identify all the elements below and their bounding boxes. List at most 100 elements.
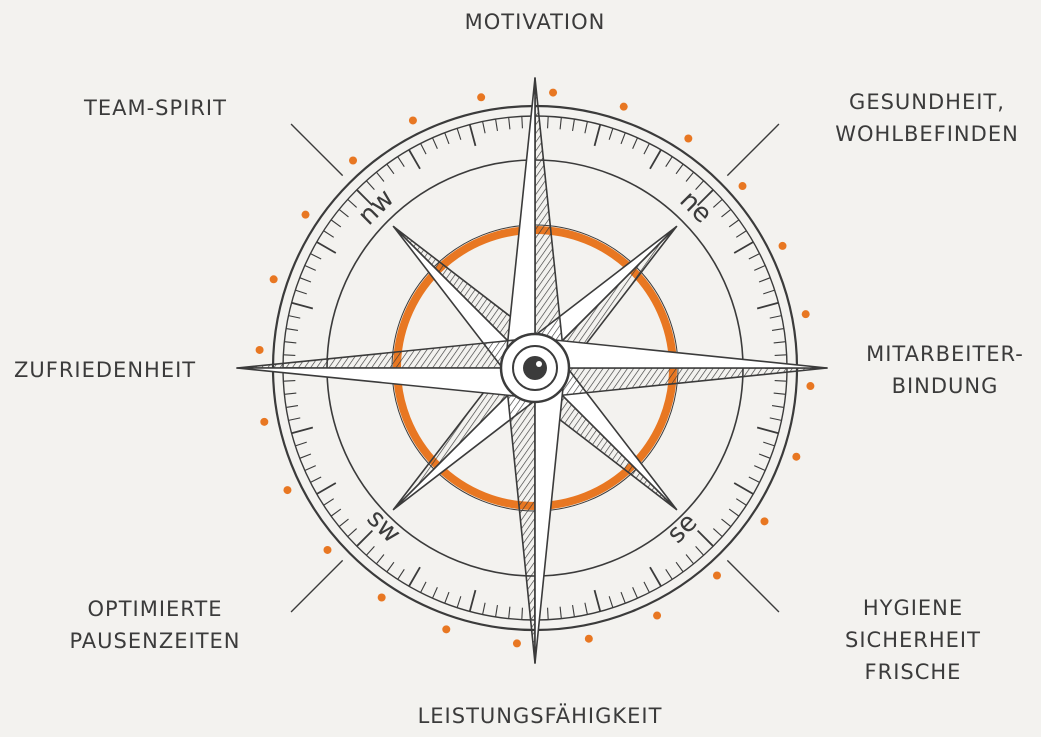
label-mitarbeiterbindung: MITARBEITER- BINDUNG	[850, 338, 1040, 402]
tick-mark	[729, 509, 739, 516]
tick-mark	[759, 454, 770, 458]
orange-dot	[442, 625, 450, 633]
tick-mark	[496, 605, 498, 617]
compass-mark-nw: nw	[352, 183, 400, 231]
orange-dot	[477, 93, 485, 101]
tick-mark	[284, 342, 296, 343]
tick-mark	[774, 393, 786, 394]
tick-mark	[736, 231, 746, 238]
tick-mark	[666, 569, 673, 579]
tick-mark	[398, 569, 405, 579]
tick-mark	[774, 342, 786, 343]
point-w-light	[237, 368, 535, 398]
tick-mark	[509, 117, 510, 129]
tick-mark	[457, 596, 461, 607]
tick-mark	[470, 125, 476, 146]
tick-mark	[445, 133, 449, 144]
point-e-shaded	[535, 368, 827, 398]
tick-mark	[595, 590, 601, 611]
tick-mark	[366, 546, 374, 555]
tick-mark	[573, 605, 575, 617]
orange-dot	[260, 418, 268, 426]
tick-mark	[398, 157, 405, 167]
label-pausenzeiten: OPTIMIERTE PAUSENZEITEN	[50, 593, 260, 657]
tick-mark	[292, 303, 313, 309]
tick-mark	[445, 592, 449, 603]
tick-mark	[286, 329, 298, 331]
tick-mark	[376, 172, 384, 181]
tick-mark	[676, 562, 683, 572]
tick-mark	[433, 587, 438, 598]
tick-mark	[633, 138, 638, 149]
tick-mark	[772, 406, 784, 408]
pointer-ne	[727, 124, 779, 176]
orange-dot	[792, 453, 800, 461]
pointer-nw	[291, 124, 343, 176]
orange-dot	[513, 639, 521, 647]
label-motivation: MOTIVATION	[420, 6, 650, 38]
tick-mark	[409, 150, 420, 169]
tick-mark	[284, 393, 296, 394]
label-zufriedenheit: ZUFRIEDENHEIT	[14, 354, 234, 386]
tick-mark	[763, 290, 774, 294]
tick-mark	[548, 116, 549, 128]
tick-mark	[310, 254, 321, 259]
tick-mark	[409, 567, 420, 586]
pointer-se	[727, 560, 779, 612]
orange-dot	[549, 89, 557, 97]
point-e-light	[535, 338, 827, 368]
tick-mark	[483, 603, 485, 615]
pointer-sw	[291, 560, 343, 612]
tick-mark	[433, 138, 438, 149]
tick-mark	[676, 164, 683, 174]
orange-dot	[378, 593, 386, 601]
tick-mark	[621, 592, 625, 603]
tick-mark	[573, 119, 575, 131]
compass-mark-se: se	[661, 507, 703, 549]
tick-mark	[317, 242, 336, 253]
tick-mark	[644, 143, 649, 154]
tick-mark	[686, 555, 694, 564]
tick-mark	[775, 355, 787, 356]
tick-mark	[757, 428, 778, 434]
tick-mark	[736, 499, 746, 506]
tick-mark	[339, 519, 348, 527]
tick-mark	[376, 555, 384, 564]
tick-mark	[289, 418, 301, 420]
tick-mark	[621, 133, 625, 144]
tick-mark	[387, 562, 394, 572]
tick-mark	[305, 466, 316, 471]
tick-mark	[348, 529, 357, 537]
orange-dot	[760, 517, 768, 525]
label-leistungsfaehigkeit: LEISTUNGSFÄHIGKEIT	[390, 700, 690, 732]
tick-mark	[650, 150, 661, 169]
tick-mark	[770, 316, 782, 318]
orange-dot	[713, 572, 721, 580]
tick-mark	[295, 442, 306, 446]
orange-dot	[409, 116, 417, 124]
tick-mark	[585, 603, 587, 615]
compass-mark-sw: sw	[361, 503, 407, 549]
orange-dot	[739, 182, 747, 190]
tick-mark	[595, 125, 601, 146]
orange-dot	[302, 211, 310, 219]
tick-mark	[633, 587, 638, 598]
tick-mark	[387, 164, 394, 174]
tick-mark	[496, 119, 498, 131]
tick-mark	[722, 519, 731, 527]
tick-mark	[560, 117, 561, 129]
tick-mark	[300, 454, 311, 458]
orange-dot	[684, 135, 692, 143]
tick-mark	[666, 157, 673, 167]
tick-mark	[763, 442, 774, 446]
tick-mark	[331, 220, 341, 227]
tick-mark	[324, 231, 334, 238]
orange-dot	[270, 275, 278, 283]
tick-mark	[609, 596, 613, 607]
tick-mark	[470, 590, 476, 611]
orange-dot	[256, 346, 264, 354]
label-gesundheit: GESUNDHEIT, WOHLBEFINDEN	[812, 86, 1041, 150]
hub-dot	[523, 356, 547, 380]
tick-mark	[775, 381, 787, 382]
